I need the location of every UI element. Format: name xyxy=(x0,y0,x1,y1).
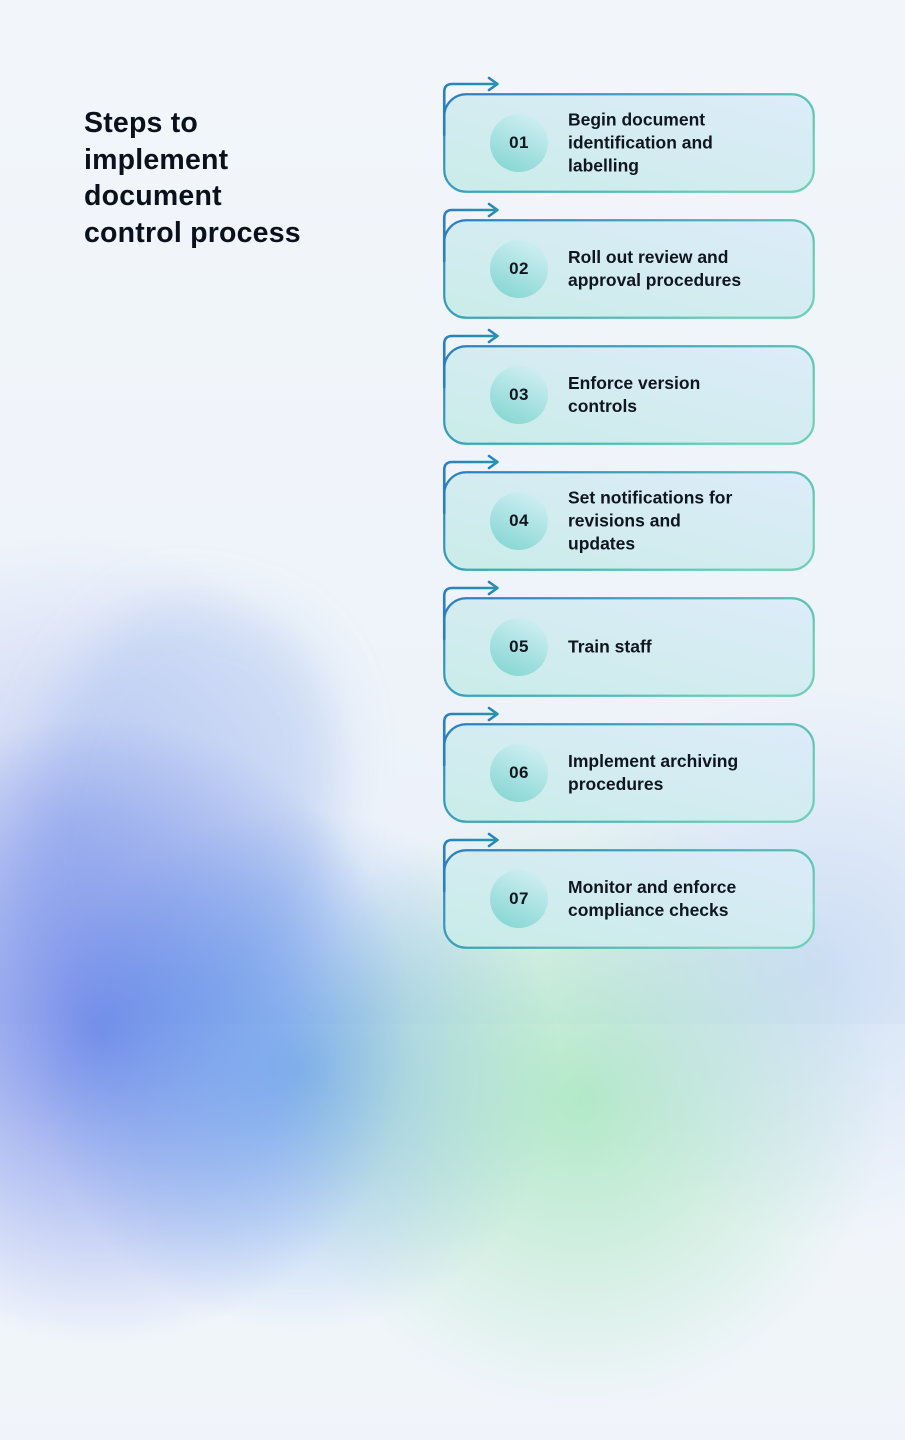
background-lavender-blob xyxy=(0,520,380,1140)
arrow-icon xyxy=(442,706,499,767)
card-outline xyxy=(442,76,815,193)
card-outline xyxy=(442,328,815,445)
step-label: Train staff xyxy=(568,636,652,657)
step-number-badge: 03 xyxy=(490,366,548,424)
step-label: Set notifications for revisions and upda… xyxy=(568,487,733,554)
card-outline xyxy=(442,454,815,571)
step-number: 04 xyxy=(509,511,529,530)
step-number: 01 xyxy=(509,133,529,152)
arrow-icon xyxy=(442,454,499,515)
step-number-badge: 06 xyxy=(490,744,548,802)
step-label: Roll out review and approval procedures xyxy=(568,247,742,290)
card-outline xyxy=(442,580,815,697)
step-number-badge: 01 xyxy=(490,114,548,172)
step-card: 04 Set notifications for revisions and u… xyxy=(442,454,815,571)
arrow-icon xyxy=(442,328,499,389)
step-number-badge: 04 xyxy=(490,492,548,550)
background-ribbon-shape xyxy=(0,570,378,1060)
card-outline xyxy=(442,706,815,823)
step-number: 03 xyxy=(509,385,529,404)
step-card: 06 Implement archiving procedures xyxy=(442,706,815,823)
background-blue-blob xyxy=(0,680,420,1380)
step-number-badge: 02 xyxy=(490,240,548,298)
step-label: Enforce version controls xyxy=(568,373,701,416)
step-card: 01 Begin document identification and lab… xyxy=(442,76,815,193)
step-label: Monitor and enforce compliance checks xyxy=(568,877,737,920)
arrow-icon xyxy=(442,580,499,641)
steps-list: 01 Begin document identification and lab… xyxy=(442,76,815,975)
step-label: Implement archiving procedures xyxy=(568,751,739,794)
step-number: 05 xyxy=(509,637,529,656)
step-label: Begin document identification and labell… xyxy=(568,109,713,176)
arrow-icon xyxy=(442,202,499,263)
step-number: 06 xyxy=(509,763,529,782)
step-number-badge: 07 xyxy=(490,870,548,928)
card-outline xyxy=(442,832,815,949)
step-number: 07 xyxy=(509,889,529,908)
arrow-icon xyxy=(442,832,499,893)
arrow-icon xyxy=(442,76,499,137)
card-outline xyxy=(442,202,815,319)
step-number-badge: 05 xyxy=(490,618,548,676)
step-card: 02 Roll out review and approval procedur… xyxy=(442,202,815,319)
step-card: 03 Enforce version controls xyxy=(442,328,815,445)
step-card: 05 Train staff xyxy=(442,580,815,697)
step-card: 07 Monitor and enforce compliance checks xyxy=(442,832,815,949)
page-title: Steps to implement document control proc… xyxy=(84,107,301,249)
step-number: 02 xyxy=(509,259,529,278)
